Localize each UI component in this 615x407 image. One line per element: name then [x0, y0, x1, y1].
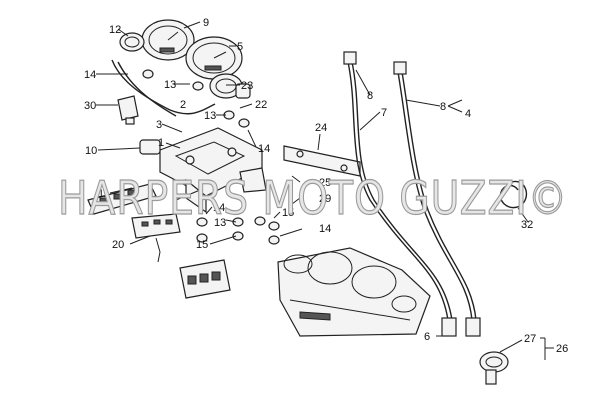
dashboard-cover	[277, 247, 431, 337]
tachometer-cable	[393, 61, 481, 337]
wire-loom	[111, 59, 216, 115]
callout-labels: 12 9 5 14 13 30 2 23 22 3 1 13 14 10 24 …	[84, 17, 568, 355]
grommet-set	[142, 69, 280, 245]
callout-3: 3	[156, 119, 162, 131]
callout-14: 14	[84, 69, 96, 81]
callout-5: 5	[237, 41, 243, 53]
callout-15: 15	[196, 239, 208, 251]
callout-15: 15	[282, 207, 294, 219]
callout-25: 25	[319, 177, 331, 189]
callout-14: 14	[213, 202, 225, 214]
callout-8: 8	[367, 90, 373, 102]
callout-9: 9	[203, 17, 209, 29]
callout-29: 29	[319, 193, 331, 205]
callout-26: 26	[556, 343, 568, 355]
callout-24: 24	[315, 122, 327, 134]
watermark: HARPERS MOTO GUZZI©	[58, 171, 568, 225]
callout-20: 20	[112, 239, 124, 251]
callout-1: 1	[158, 137, 164, 149]
wire-loom-2	[117, 61, 177, 117]
warning-light-housing	[179, 259, 231, 299]
callout-23: 23	[241, 80, 253, 92]
callout-14: 14	[258, 143, 270, 155]
callout-12: 12	[109, 24, 121, 36]
plate-11	[87, 183, 157, 215]
clamp	[139, 139, 161, 155]
callout-11: 11	[98, 188, 109, 200]
callout-27: 27	[524, 333, 536, 345]
callout-4: 4	[465, 108, 471, 120]
callout-32: 32	[521, 219, 533, 231]
callout-7: 7	[381, 107, 387, 119]
callout-13: 13	[204, 110, 216, 122]
callout-14: 14	[319, 223, 331, 235]
gauge-small	[119, 32, 145, 52]
callout-2: 2	[180, 99, 186, 111]
callout-30: 30	[84, 100, 96, 112]
callout-10: 10	[85, 145, 97, 157]
instrument-bracket	[159, 127, 267, 214]
callout-22: 22	[255, 99, 267, 111]
callout-6: 6	[424, 331, 430, 343]
callout-13: 13	[164, 79, 176, 91]
gauge-tachometer	[185, 36, 243, 80]
cable-clip	[499, 180, 528, 209]
callout-8: 8	[440, 101, 446, 113]
callout-13: 13	[214, 217, 226, 229]
indicator-block	[131, 213, 181, 263]
bracket-small	[117, 95, 139, 125]
speedometer-cable	[343, 51, 457, 337]
leader-lines	[96, 21, 554, 360]
drive-unit	[479, 351, 509, 385]
mounting-strip	[283, 145, 361, 177]
gauge-fuel	[209, 73, 251, 99]
gauge-speedometer	[141, 19, 195, 61]
